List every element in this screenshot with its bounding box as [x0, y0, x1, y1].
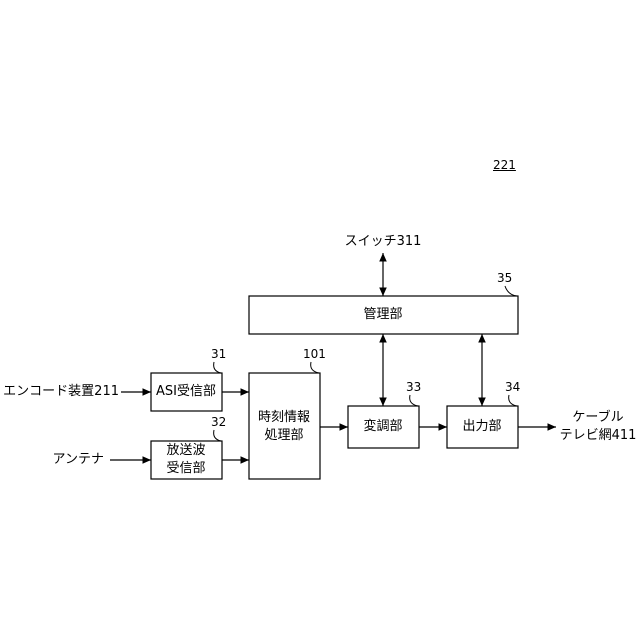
switch-label: スイッチ311 [345, 234, 422, 250]
ref-leader-31 [214, 362, 221, 373]
ref-leader-32 [214, 430, 221, 441]
time-info-label-line1: 時刻情報 [258, 410, 310, 426]
encoder-label: エンコード装置211 [3, 384, 119, 400]
cable-label-line1: ケーブル [572, 410, 623, 426]
broadcast-receiver-label-line1: 放送波 [166, 443, 205, 459]
time-info-processor-block [249, 373, 320, 479]
broadcast-receiver-label-line2: 受信部 [166, 461, 205, 477]
antenna-label: アンテナ [53, 452, 104, 468]
ref-number-35: 35 [497, 270, 512, 286]
output-label: 出力部 [462, 419, 501, 435]
ref-leader-35 [505, 286, 517, 296]
ref-number-32: 32 [211, 414, 226, 430]
management-label: 管理部 [363, 307, 402, 323]
cable-label-line2: テレビ網411 [560, 428, 637, 444]
ref-number-34: 34 [505, 379, 520, 395]
ref-number-101: 101 [303, 346, 326, 362]
ref-leader-34 [509, 395, 517, 406]
modulation-label: 変調部 [363, 419, 402, 435]
figure-number: 221 [493, 157, 516, 173]
ref-number-33: 33 [406, 379, 421, 395]
ref-leader-101 [311, 362, 319, 373]
ref-leader-33 [410, 395, 418, 406]
time-info-label-line2: 処理部 [264, 428, 303, 444]
asi-receiver-label: ASI受信部 [156, 384, 216, 400]
ref-number-31: 31 [211, 346, 226, 362]
